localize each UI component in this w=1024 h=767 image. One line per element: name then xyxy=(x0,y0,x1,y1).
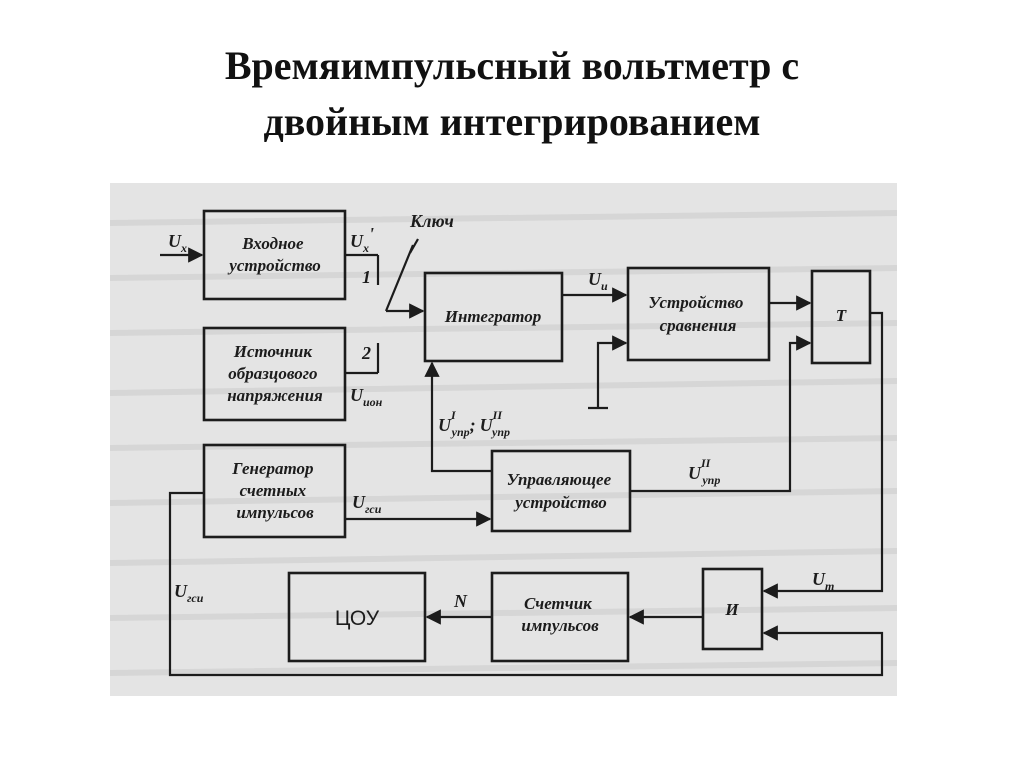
key-pointer xyxy=(409,238,419,254)
reference-source-label: Источник образцового напряжения xyxy=(227,342,323,405)
comparator-label: Устройство сравнения xyxy=(648,293,747,335)
title-line-2: двойным интегрированием xyxy=(263,99,761,144)
display-block xyxy=(287,571,427,663)
switch-label: Ключ xyxy=(409,211,454,231)
switch-pos1-label: 1 xyxy=(362,267,371,287)
ut-label: Uт xyxy=(812,569,834,593)
and-gate-block xyxy=(701,567,764,651)
switch-blade xyxy=(384,244,415,312)
title-line-1: Времяимпульсный вольтметр с xyxy=(224,43,800,88)
pulse-generator-block xyxy=(202,443,347,539)
ugsi-to-and-arrow xyxy=(168,491,884,677)
and-gate-label: И xyxy=(724,600,739,619)
ux-label: Ux xyxy=(168,231,187,255)
ucontrol-to-integrator-arrow xyxy=(424,361,492,473)
ugsi-left-label: Uгси xyxy=(174,581,204,605)
ux-prime-label: Ux' xyxy=(350,224,374,255)
display-label: ЦОУ xyxy=(335,607,380,630)
comparator-reference-line xyxy=(596,335,628,408)
uion-label: Uион xyxy=(350,385,383,409)
trigger-label: Т xyxy=(836,306,847,325)
scan-texture xyxy=(110,183,897,696)
switch-pos2-label: 2 xyxy=(361,343,371,363)
ugsi-mid-label: Uгси xyxy=(352,492,382,516)
block-diagram: Входное устройство Источник образцового … xyxy=(110,183,897,696)
ut-line xyxy=(762,311,884,599)
pulse-generator-label: Генератор счетных импульсов xyxy=(231,459,318,522)
block-diagram-svg: Входное устройство Источник образцового … xyxy=(110,183,897,696)
input-device-label: Входное устройство xyxy=(227,234,320,275)
trigger-block xyxy=(810,269,872,365)
n-label: N xyxy=(453,591,468,611)
control-device-label: Управляющее устройство xyxy=(507,470,616,512)
ucontrol-to-trigger-arrow xyxy=(630,335,812,493)
integrator-label: Интегратор xyxy=(444,307,541,326)
comparator-block xyxy=(626,266,771,362)
ui-label: Uи xyxy=(588,269,608,293)
integrator-block xyxy=(423,271,564,363)
slide-title: Времяимпульсный вольтметр с двойным инте… xyxy=(0,38,1024,150)
counter-label: Счетчик импульсов xyxy=(521,594,599,635)
